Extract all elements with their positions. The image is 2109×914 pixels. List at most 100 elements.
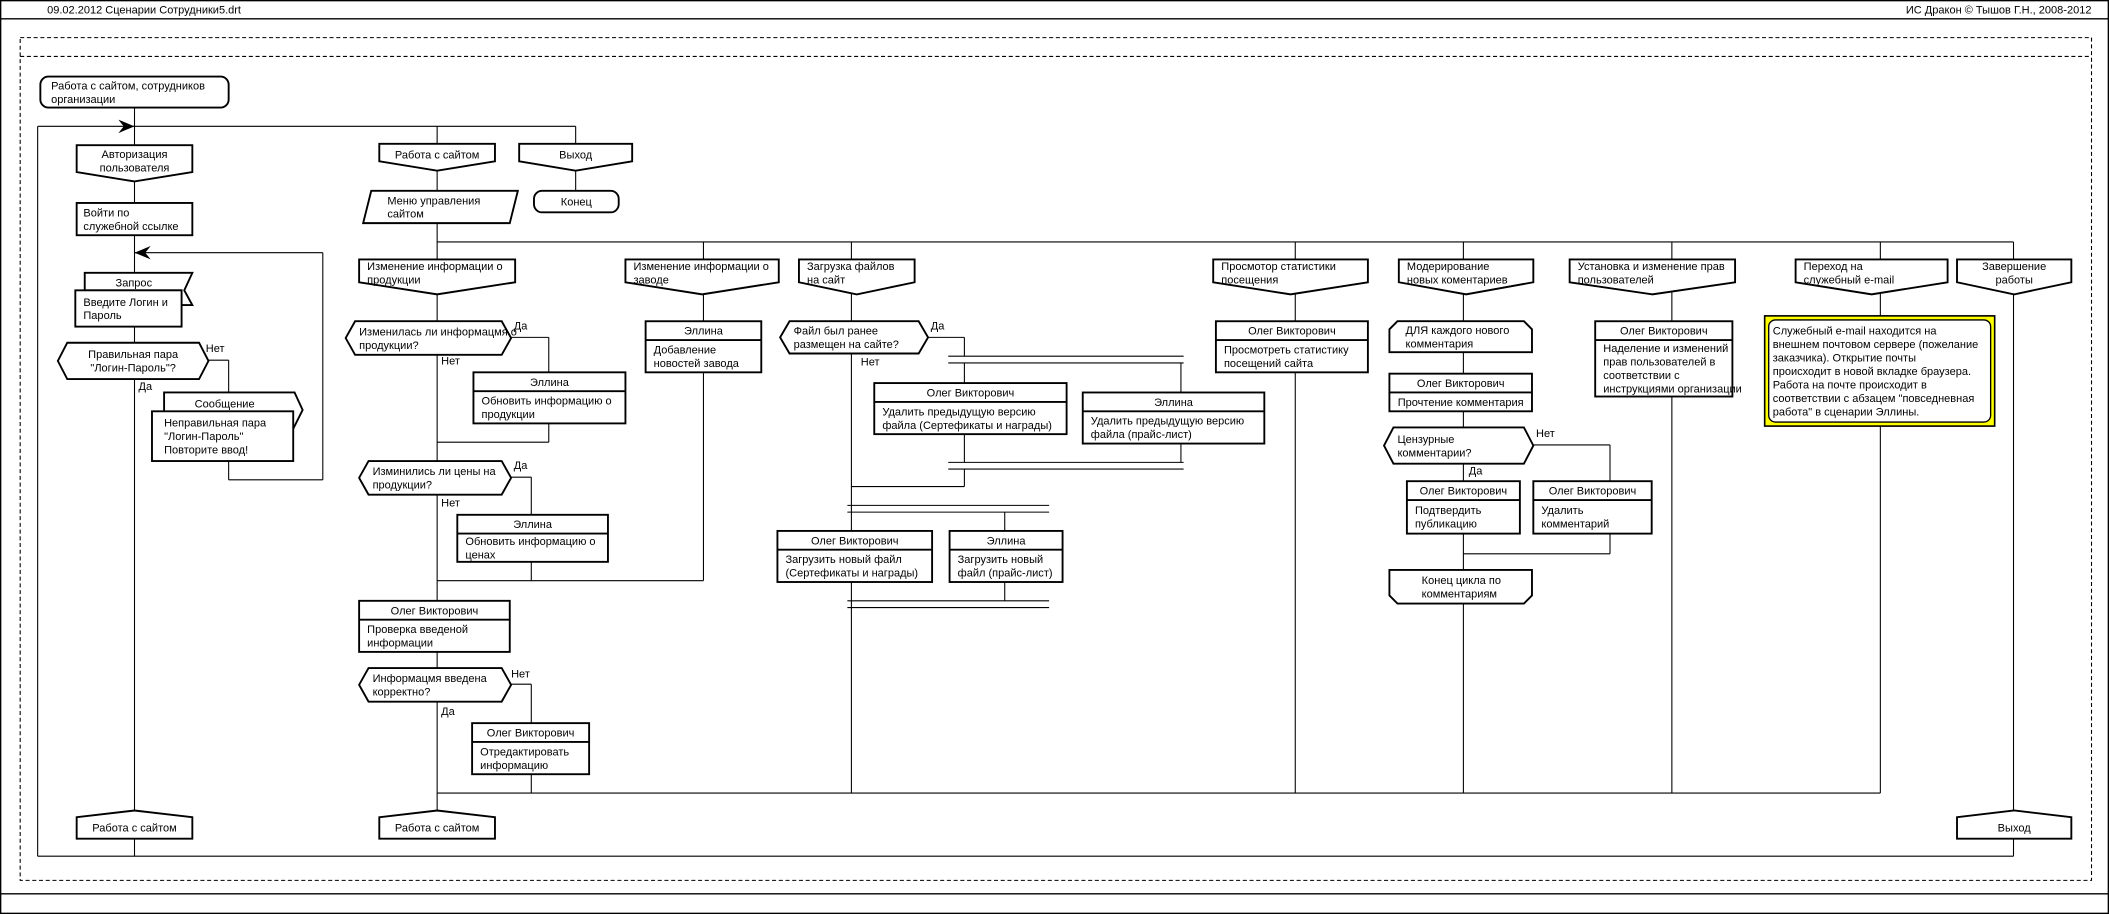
node-text-line: Авторизация — [102, 149, 168, 161]
branch-shape — [1568, 258, 1737, 296]
loop-arrow-right-icon — [118, 119, 135, 134]
node-text-line: Конец цикла по — [1422, 575, 1501, 587]
node-text-line: внешнем почтовом сервере (пожелание — [1773, 339, 1979, 351]
addr-shape — [378, 809, 496, 840]
actor-shape — [358, 599, 511, 653]
message-label: Сообщение — [195, 398, 255, 410]
actor-name: Олег Викторович — [1420, 486, 1508, 498]
node-text-line: Загрузить новый файл — [785, 554, 901, 566]
node-site[interactable]: Работа с сайтом — [378, 142, 496, 172]
node-text-line: продукции? — [359, 340, 419, 352]
hex-shape — [344, 320, 513, 356]
loop-arrow-left-icon — [134, 245, 151, 260]
node-text-line: служебный e-mail — [1804, 275, 1894, 287]
node-text-line: Просмотор статистики — [1221, 261, 1336, 273]
actor-name: Олег Викторович — [1549, 486, 1637, 498]
node-text-line: Выход — [1998, 822, 2032, 834]
actor-shape — [644, 320, 763, 374]
node-text-line: комментария — [1406, 338, 1474, 350]
diagram-border — [19, 37, 2093, 881]
node-text-line: Служебный e-mail находится на — [1773, 326, 1938, 338]
loopE-shape — [1388, 568, 1533, 605]
node-exit[interactable]: Выход — [518, 142, 634, 172]
hex-shape — [56, 341, 210, 380]
branch-label-prod-yes: Да — [514, 320, 528, 332]
node-addr3[interactable]: Выход — [1956, 809, 2073, 840]
hex-shape — [779, 320, 930, 355]
node-addr2[interactable]: Работа с сайтом — [378, 809, 496, 840]
node-text-line: Просмотреть статистику — [1224, 345, 1349, 357]
actor-shape — [456, 513, 609, 563]
node-text-line: продукции — [367, 275, 420, 287]
node-end[interactable]: Конец — [533, 189, 620, 214]
node-text-line: на сайт — [807, 275, 845, 287]
branch-label-cens-no: Нет — [1536, 428, 1555, 440]
addr-shape — [75, 809, 194, 840]
node-text-line: Войти по — [83, 207, 129, 219]
node-text-line: Файл был ранее — [794, 326, 878, 338]
actor-shape — [1405, 480, 1521, 535]
node-text-line: Прочтение комментария — [1398, 397, 1524, 409]
file-title: 09.02.2012 Сценарии Сотрудники5.drt — [47, 4, 241, 16]
node-text-line: продукции? — [373, 480, 433, 492]
actor-name: Олег Викторович — [1417, 378, 1505, 390]
actor-name: Олег Викторович — [1248, 326, 1336, 338]
actor-name: Олег Викторович — [391, 605, 479, 617]
branch-label-price-no: Нет — [441, 498, 460, 510]
node-text-line: публикацию — [1415, 519, 1477, 531]
branch-shape — [378, 142, 496, 172]
actor-name: Эллина — [684, 326, 724, 338]
copyright: ИС Дракон © Тышов Г.Н., 2008-2012 — [1906, 4, 2092, 16]
branch-shape — [1956, 258, 2073, 296]
node-check-pair[interactable]: Правильная пара"Логин-Пароль"? — [56, 341, 210, 380]
node-text-line: продукции — [482, 409, 535, 421]
node-text-line: файла (Сертефикаты и награды) — [882, 420, 1052, 432]
branch-shape — [75, 144, 194, 183]
node-text-line: информацию — [480, 760, 548, 772]
node-text-line: Работа с сайтом — [92, 822, 176, 834]
node-text-line: комментариям — [1422, 588, 1497, 600]
branch-shape — [1397, 258, 1535, 296]
node-text-line: Выход — [559, 150, 593, 162]
branch-label-cens-yes: Да — [1469, 465, 1483, 477]
node-addr1[interactable]: Работа с сайтом — [75, 809, 194, 840]
node-text-line: работы — [1995, 275, 2033, 287]
node-text-line: Удалить предыдущую версию — [1091, 416, 1244, 428]
